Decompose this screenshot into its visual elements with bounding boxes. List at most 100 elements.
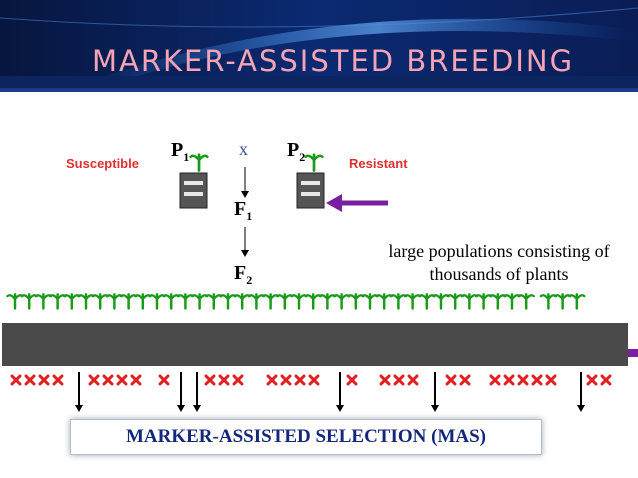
rejected-plant-icon — [232, 374, 244, 386]
rejected-plant-icon — [102, 374, 114, 386]
selection-arrow-icon — [193, 372, 201, 412]
rejected-plant-icon — [459, 374, 471, 386]
rejected-plant-icon — [266, 374, 278, 386]
f1-label: F1 — [234, 198, 252, 224]
population-plant-icon — [553, 293, 572, 310]
population-plant-icon — [148, 293, 166, 310]
population-plant-icon — [539, 293, 558, 310]
population-plant-icon — [162, 293, 180, 310]
rejected-plant-icon — [38, 374, 50, 386]
population-plant-icon — [304, 293, 322, 310]
rejected-plant-icon — [308, 374, 320, 386]
p1-plant-icon — [189, 153, 209, 172]
population-plant-icon — [219, 293, 237, 310]
population-plant-icon — [63, 293, 81, 310]
selection-arrows — [75, 372, 585, 412]
f1-to-f2-arrow-icon — [241, 227, 249, 257]
rejected-plant-icon — [586, 374, 598, 386]
population-plant-icon — [361, 293, 379, 310]
population-plant-icon — [489, 293, 507, 310]
selection-arrow-icon — [75, 372, 83, 412]
page-title: MARKER-ASSISTED BREEDING — [92, 44, 575, 78]
population-plant-icon — [568, 293, 586, 310]
rejected-plant-icon — [158, 374, 170, 386]
parent-plants — [179, 153, 388, 212]
rejected-plant-icon — [600, 374, 612, 386]
rejected-plant-icon — [393, 374, 405, 386]
population-plant-icon — [460, 293, 479, 310]
population-plant-icon — [318, 293, 337, 310]
mas-caption: MARKER-ASSISTED SELECTION (MAS) — [70, 419, 542, 455]
rejected-plant-icon — [517, 374, 529, 386]
population-plant-icon — [34, 293, 53, 310]
selection-arrow-icon — [577, 372, 585, 412]
population-plant-icon — [91, 293, 109, 310]
population-plant-icon — [432, 293, 450, 310]
marker-gel — [2, 323, 628, 366]
p1-marker-gel — [179, 172, 208, 209]
population-plant-icon — [6, 293, 24, 310]
population-plant-icon — [290, 293, 308, 310]
rejected-plant-icon — [130, 374, 142, 386]
rejected-plant-icon — [24, 374, 36, 386]
rejected-plant-icon — [346, 374, 358, 386]
rejected-plant-icon — [489, 374, 501, 386]
population-plant-icon — [503, 293, 521, 310]
population-plant-icon — [119, 293, 138, 310]
population-plant-icon — [190, 293, 209, 310]
rejected-plants-row — [10, 374, 612, 386]
population-plant-icon — [389, 293, 408, 310]
selection-arrow-icon — [177, 372, 185, 412]
population-plant-icon — [247, 293, 266, 310]
f1-subscript: 1 — [246, 209, 253, 223]
population-note: large populations consisting of thousand… — [388, 241, 610, 284]
p2-label: P2 — [287, 139, 305, 165]
population-plant-icon — [276, 293, 294, 310]
population-plant-icon — [418, 293, 436, 310]
rejected-plant-icon — [204, 374, 216, 386]
population-plant-icon — [261, 293, 280, 310]
rejected-plant-icon — [503, 374, 515, 386]
rejected-plant-icon — [407, 374, 419, 386]
plant-population-row — [6, 293, 586, 310]
selection-arrow-icon — [336, 372, 344, 412]
population-plant-icon — [375, 293, 393, 310]
population-plant-icon — [205, 293, 223, 310]
resistant-marker-arrow-icon — [326, 194, 388, 212]
rejected-plant-icon — [218, 374, 230, 386]
population-plant-icon — [176, 293, 195, 310]
f2-subscript: 2 — [246, 273, 253, 287]
susceptible-label: Susceptible — [66, 156, 139, 171]
population-plant-icon — [446, 293, 464, 310]
p2-subscript: 2 — [299, 150, 306, 164]
selection-arrow-icon — [431, 372, 439, 412]
f1-letter: F — [234, 198, 247, 220]
population-plant-icon — [517, 293, 535, 310]
p2-marker-gel — [296, 172, 325, 209]
p-to-f1-arrow-icon — [241, 167, 249, 198]
population-plant-icon — [233, 293, 251, 310]
rejected-plant-icon — [379, 374, 391, 386]
f2-letter: F — [234, 262, 247, 284]
rejected-plant-icon — [10, 374, 22, 386]
generation-arrows — [241, 167, 249, 257]
population-plant-icon — [347, 293, 365, 310]
population-plant-icon — [332, 293, 351, 310]
p2-plant-icon — [304, 153, 324, 172]
rejected-plant-icon — [116, 374, 128, 386]
p2-letter: P — [287, 139, 300, 161]
rejected-plant-icon — [445, 374, 457, 386]
population-plant-icon — [105, 293, 124, 310]
population-plant-icon — [134, 293, 152, 310]
population-plant-icon — [48, 293, 67, 310]
rejected-plant-icon — [294, 374, 306, 386]
f2-label: F2 — [234, 262, 252, 288]
rejected-plant-icon — [531, 374, 543, 386]
title-banner — [0, 0, 638, 92]
population-plant-icon — [403, 293, 422, 310]
p1-label: P1 — [171, 139, 189, 165]
cross-symbol: x — [239, 139, 248, 159]
rejected-plant-icon — [280, 374, 292, 386]
p1-subscript: 1 — [183, 150, 190, 164]
population-plant-icon — [474, 293, 493, 310]
